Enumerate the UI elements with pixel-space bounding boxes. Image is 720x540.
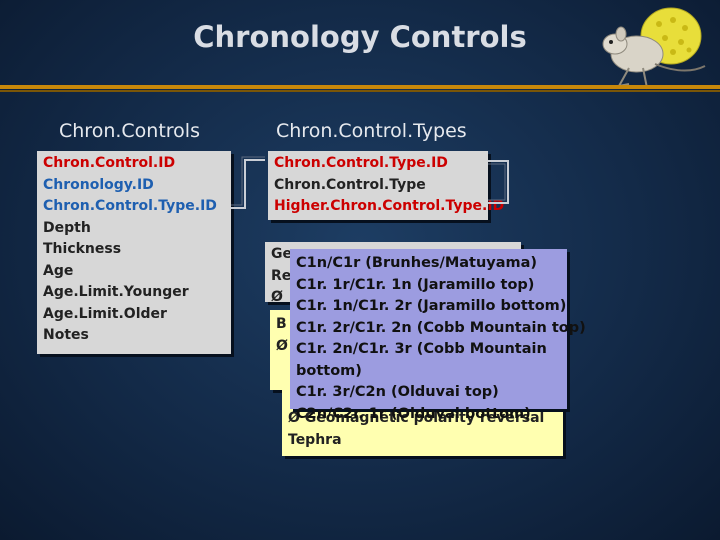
box2-line: B xyxy=(276,316,287,332)
field-chron-control-id: Chron.Control.ID xyxy=(43,155,176,171)
types-table-header: Chron.Control.Types xyxy=(276,120,467,142)
box1-line: Ge xyxy=(271,246,292,262)
field-type-higher-chron-control-type-id: Higher.Chron.Control.Type.ID xyxy=(274,198,505,214)
title-underline-shadow xyxy=(0,90,720,92)
title-underline xyxy=(0,85,720,89)
popup-item: C1r. 1n/C1r. 2r (Jaramillo bottom) xyxy=(296,298,567,314)
box1-line: Re xyxy=(271,267,292,284)
controls-table: Chron.Control.ID Chronology.ID Chron.Con… xyxy=(37,151,231,354)
field-depth: Depth xyxy=(43,219,91,236)
kangaroo-rat-mascot-icon xyxy=(602,7,706,90)
self-reference-bracket xyxy=(488,160,509,204)
popup-item: C1n/C1r (Brunhes/Matuyama) xyxy=(296,255,538,271)
popup-item: C2n/C2r. 1r (Olduvai bottom) xyxy=(296,405,531,422)
popup-item: C1r. 2n/C1r. 3r (Cobb Mountain bottom) xyxy=(296,341,547,379)
controls-table-header: Chron.Controls xyxy=(59,120,200,142)
box3-line: Tephra xyxy=(288,431,342,448)
popup-item: C1r. 3r/C2n (Olduvai top) xyxy=(296,384,499,400)
field-type-chron-control-type: Chron.Control.Type xyxy=(274,176,426,193)
field-age-limit-younger: Age.Limit.Younger xyxy=(43,284,189,300)
field-type-chron-control-type-id: Chron.Control.Type.ID xyxy=(274,155,448,171)
popup-item: C1r. 1r/C1r. 1n (Jaramillo top) xyxy=(296,276,535,293)
slide-title: Chronology Controls xyxy=(193,20,527,54)
box2-line: Ø xyxy=(276,337,288,354)
relationship-connector xyxy=(231,156,265,209)
field-age: Age xyxy=(43,262,74,279)
box1-line: Ø xyxy=(271,289,283,305)
field-chronology-id: Chronology.ID xyxy=(43,176,154,193)
box3-line: Ø Geomagnetic polarity reversal xyxy=(288,410,545,426)
types-table: Chron.Control.Type.ID Chron.Control.Type… xyxy=(268,151,505,220)
field-thickness: Thickness xyxy=(43,241,122,257)
polarity-reversal-list-popup: C1n/C1r (Brunhes/Matuyama) C1r. 1r/C1r. … xyxy=(290,249,586,422)
field-age-limit-older: Age.Limit.Older xyxy=(43,305,167,322)
field-chron-control-type-id: Chron.Control.Type.ID xyxy=(43,198,217,214)
field-notes: Notes xyxy=(43,327,89,343)
popup-item: C1r. 2r/C1r. 2n (Cobb Mountain top) xyxy=(296,319,586,336)
